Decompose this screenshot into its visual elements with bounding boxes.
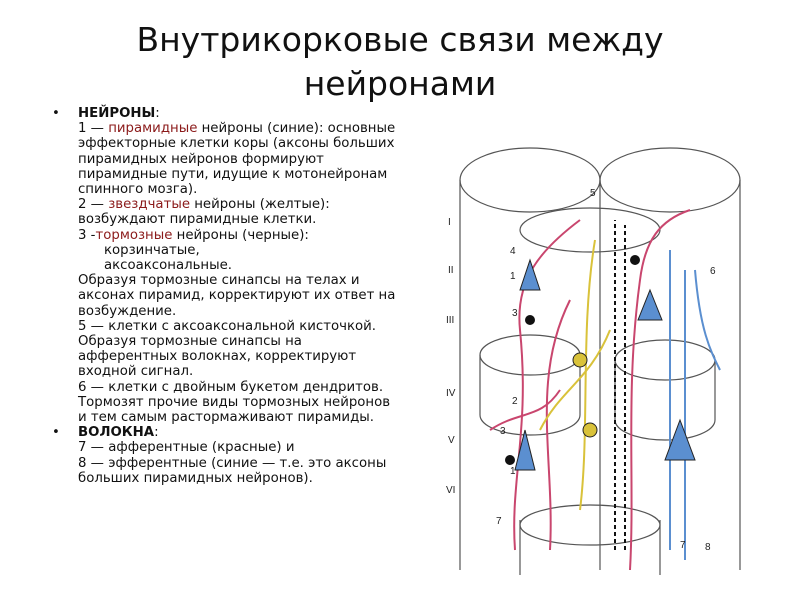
fibers	[489, 209, 721, 571]
item-3-desc: Образуя тормозные синапсы на телах и акс…	[78, 273, 396, 319]
slide-body: НЕЙРОНЫ: 1 — пирамидные нейроны (синие):…	[52, 106, 397, 486]
layer-label: II	[448, 265, 454, 276]
number-label: 4	[510, 246, 516, 257]
item-7-text: 7 — афферентные (красные) и	[78, 440, 295, 456]
number-label: 6	[710, 266, 716, 277]
item-1-highlight: пирамидные	[108, 121, 198, 137]
item-1-num: 1 —	[78, 121, 109, 137]
fibers-bullet: ВОЛОКНА: 7 — афферентные (красные) и 8 —…	[52, 425, 397, 486]
number-label: 1	[510, 466, 516, 477]
number-label: 2	[512, 396, 518, 407]
layer-label: III	[446, 315, 454, 326]
item-6-text: 6 — клетки с двойным букетом дендритов. …	[78, 379, 391, 426]
cortex-diagram: I II III IV V VI 5 4 1 6 3 2 3 1 7 7 8	[446, 147, 741, 575]
fibers-heading: ВОЛОКНА	[78, 425, 155, 441]
item-3-sub-1: корзинчатые,	[104, 242, 200, 258]
number-label: 7	[680, 540, 686, 551]
neuron-cells	[505, 255, 696, 471]
item-3-text: нейроны (черные):	[172, 227, 309, 243]
number-label: 1	[510, 271, 516, 282]
neurons-bullet: НЕЙРОНЫ: 1 — пирамидные нейроны (синие):…	[52, 106, 397, 425]
item-2-text: нейроны (желтые): возбуждают пирамидные …	[78, 197, 330, 228]
item-3-highlight: тормозные	[95, 227, 173, 243]
number-label: 3	[500, 426, 506, 437]
item-1-text: нейроны (синие): основные эффекторные кл…	[78, 121, 396, 198]
item-8-text: 8 — эфферентные (синие — т.е. это аксоны…	[78, 455, 387, 486]
item-5-text: 5 — клетки с аксоаксональной кисточкой. …	[78, 318, 376, 380]
item-2-highlight: звездчатые	[108, 197, 190, 213]
item-2-num: 2 —	[78, 197, 109, 213]
item-3-sub-2: аксоаксональные.	[104, 258, 233, 274]
number-label: 8	[705, 542, 711, 553]
number-label: 3	[512, 308, 518, 319]
number-label: 5	[590, 188, 596, 199]
layer-label: V	[448, 435, 455, 446]
number-labels: 5 4 1 6 3 2 3 1 7 7 8	[496, 188, 716, 553]
number-label: 7	[496, 516, 502, 527]
layer-label: I	[448, 217, 451, 228]
layer-label: IV	[446, 388, 456, 399]
layer-label: VI	[446, 485, 455, 496]
neurons-heading: НЕЙРОНЫ	[78, 106, 156, 121]
item-3-num: 3 -	[78, 227, 96, 243]
cylinders	[459, 147, 741, 575]
slide-title: Внутрикорковые связи между нейронами	[136, 20, 664, 103]
layer-labels: I II III IV V VI	[446, 217, 456, 496]
